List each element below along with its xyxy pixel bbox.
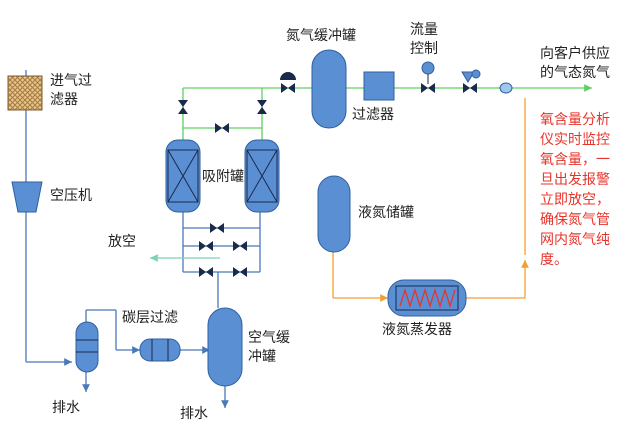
note-line: 仪实时监控 — [540, 132, 610, 148]
vent-label: 放空 — [108, 234, 136, 250]
liquid-nitrogen-evaporator-label: 液氮蒸发器 — [382, 322, 452, 338]
flow-control-label: 流量控制 — [410, 22, 438, 57]
adsorption-tower-left — [165, 139, 201, 213]
carbon-filter-label: 碳层过滤 — [122, 310, 178, 326]
note-line: 旦出发报警 — [540, 172, 610, 188]
note-line: 氧含量分析 — [540, 112, 610, 128]
inlet-filter — [7, 75, 43, 111]
liquid-nitrogen-storage-tank — [317, 175, 351, 253]
coil-icon — [399, 287, 456, 309]
nitrogen-buffer-label: 氮气缓冲罐 — [286, 28, 356, 44]
note-line: 网内氮气纯 — [540, 232, 610, 248]
note-line: 立即放空， — [540, 192, 610, 208]
nitrogen-filter — [363, 71, 395, 101]
filter-label: 过滤器 — [352, 107, 394, 123]
air-buffer-tank — [207, 307, 243, 387]
pressure-indicator — [280, 72, 296, 93]
liquid-nitrogen-pipeline — [332, 98, 529, 302]
supply-label: 向客户供应的气态氮气 — [540, 45, 610, 81]
water-separator — [75, 321, 99, 373]
oxygen-analyzer-icon — [499, 82, 513, 94]
adsorption-tower-right — [244, 139, 280, 213]
note-line: 度。 — [540, 252, 568, 268]
air-compressor — [11, 181, 43, 213]
check-valve-icon — [461, 69, 481, 93]
nitrogen-buffer-tank — [311, 49, 347, 129]
inlet-filter-label: 进气过滤器 — [50, 73, 92, 108]
liquid-nitrogen-storage-label: 液氮储罐 — [358, 205, 414, 221]
air-buffer-label: 空气缓冲罐 — [248, 330, 290, 365]
flow-control-valve-icon — [421, 61, 435, 93]
drain-left-label: 排水 — [52, 400, 80, 416]
compressor-label: 空压机 — [50, 188, 92, 204]
note-line: 氧含量，一 — [540, 152, 610, 168]
note-line: 确保氮气管 — [540, 212, 610, 228]
drain-bottom-label: 排水 — [180, 406, 208, 422]
adsorption-label: 吸附罐 — [202, 169, 244, 185]
carbon-filter — [139, 338, 181, 362]
filter-mesh-icon — [7, 75, 43, 111]
liquid-nitrogen-evaporator — [387, 279, 467, 317]
